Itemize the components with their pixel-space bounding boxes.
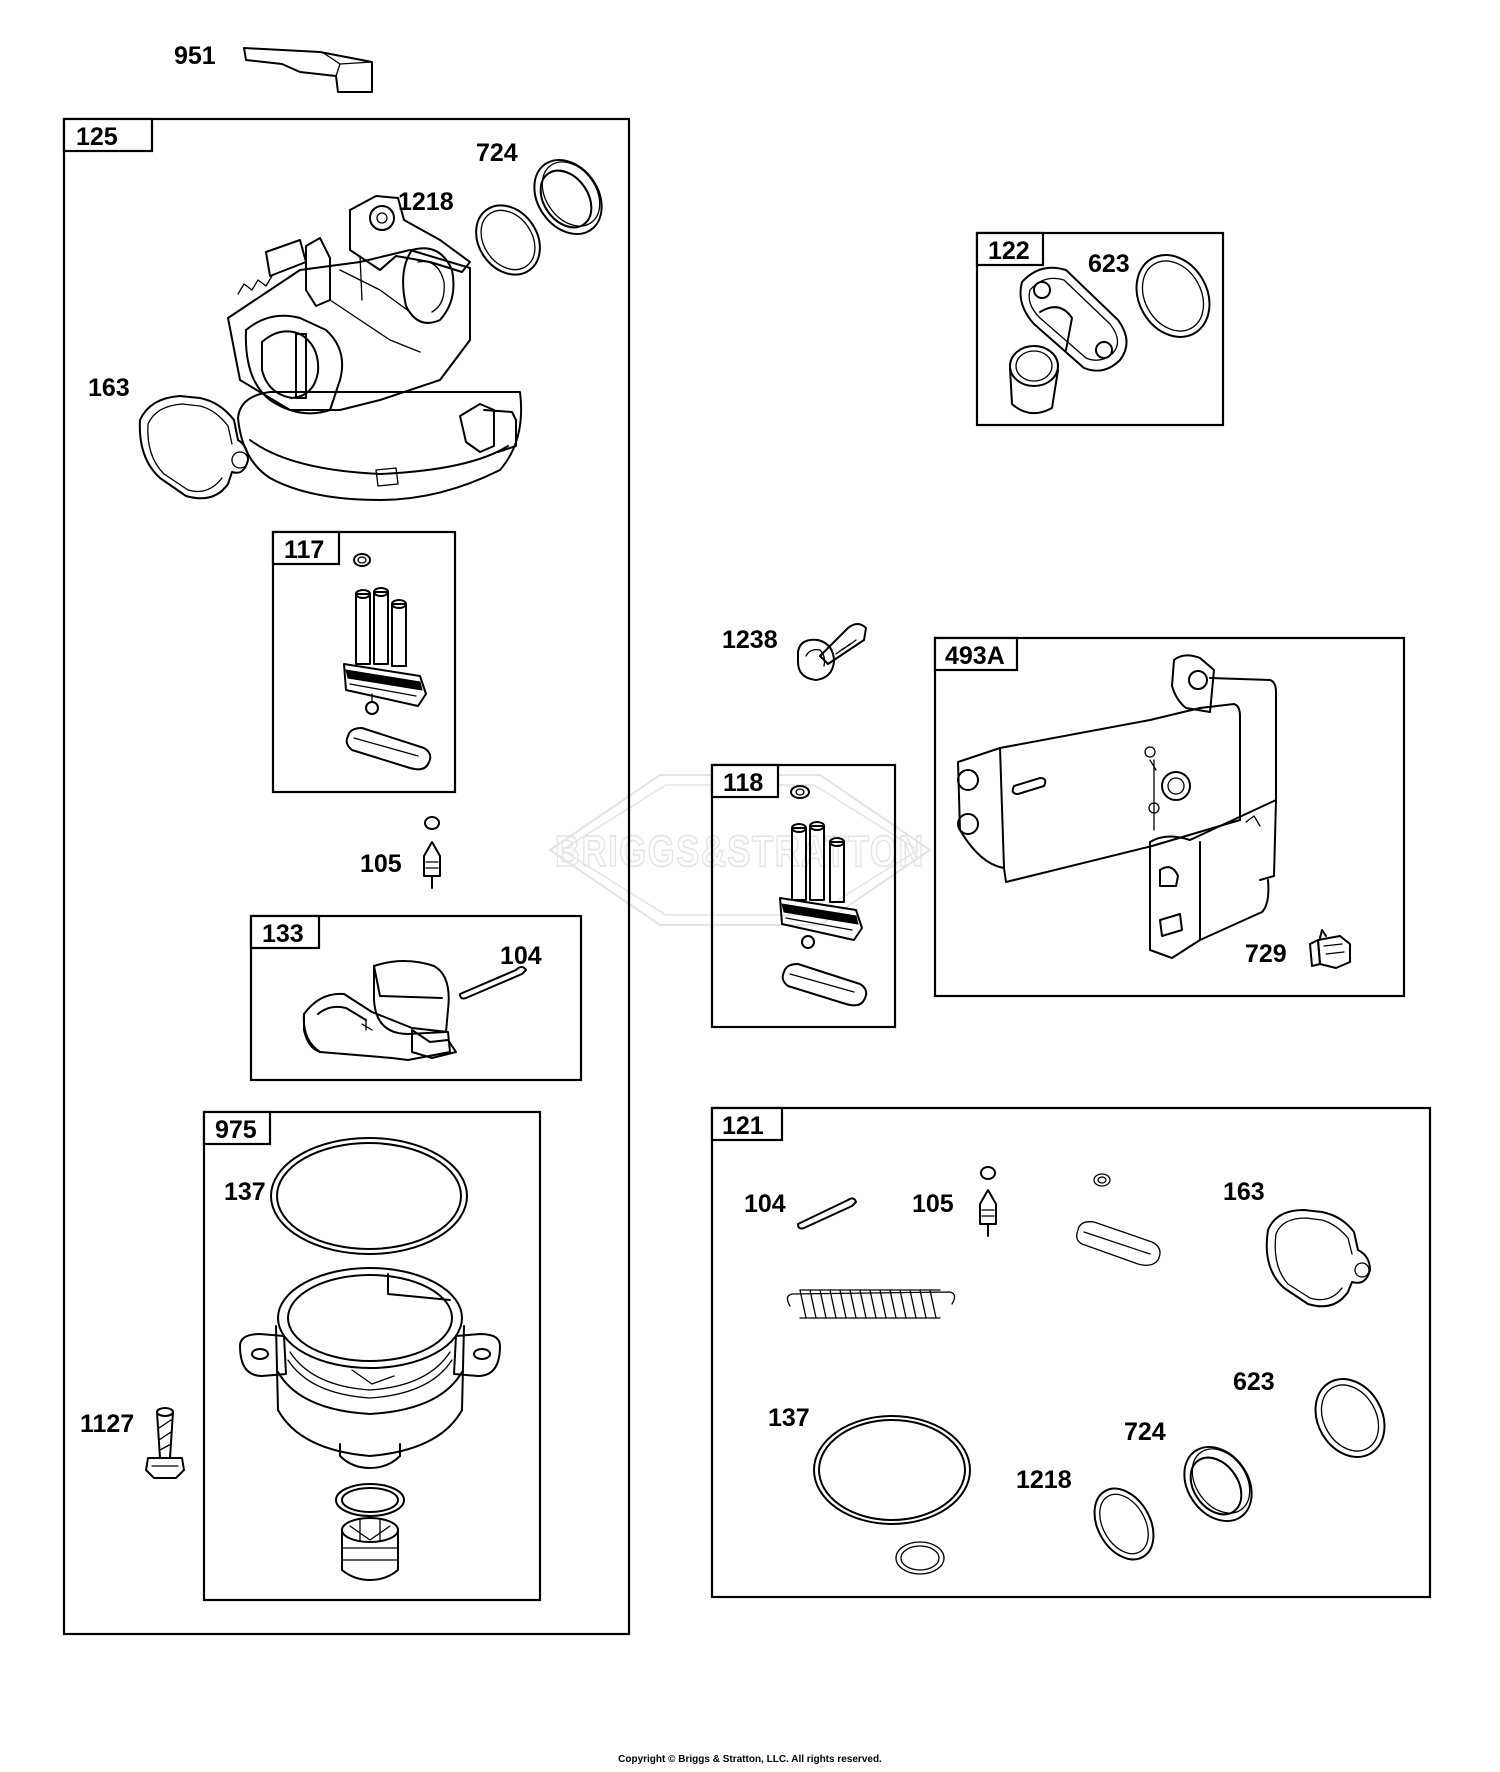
- group-118-frame: [710, 763, 897, 1029]
- copyright-notice: Copyright © Briggs & Stratton, LLC. All …: [618, 1754, 882, 1765]
- part-1218-gasket-kit[interactable]: [1082, 1478, 1165, 1570]
- part-number-1218[interactable]: 1218: [398, 188, 454, 216]
- part-number-623-kit[interactable]: 623: [1233, 1368, 1275, 1396]
- watermark-text: BRIGGS&STRATTON: [555, 827, 925, 876]
- part-number-724[interactable]: 724: [476, 139, 518, 167]
- part-number-729[interactable]: 729: [1245, 940, 1287, 968]
- part-137-o-ring[interactable]: [270, 1137, 468, 1255]
- part-729-clip[interactable]: [1309, 929, 1351, 969]
- part-number-137[interactable]: 137: [224, 1178, 266, 1206]
- group-121-frame: [710, 1106, 1432, 1599]
- part-951-choke-lever[interactable]: [243, 47, 373, 93]
- group-122-frame: [975, 231, 1225, 427]
- group-number-975[interactable]: 975: [215, 1116, 257, 1144]
- group-number-125[interactable]: 125: [76, 123, 118, 151]
- kit-ring-small: [895, 1541, 945, 1575]
- part-724-seal[interactable]: [520, 147, 615, 247]
- part-1218-gasket[interactable]: [463, 193, 553, 287]
- part-1127-screw[interactable]: [145, 1407, 185, 1479]
- part-number-951[interactable]: 951: [174, 42, 216, 70]
- group-number-121[interactable]: 121: [722, 1112, 764, 1140]
- group-118-tab: [710, 763, 780, 799]
- part-623-gasket[interactable]: [1122, 242, 1224, 350]
- part-975-float-bowl[interactable]: [239, 1267, 501, 1581]
- part-118-fuel-bowl-valve[interactable]: [779, 785, 868, 1007]
- group-975-tab: [202, 1110, 272, 1146]
- group-133-frame: [249, 914, 583, 1082]
- group-117-tab: [271, 530, 341, 566]
- part-104-pin-kit[interactable]: [797, 1197, 857, 1230]
- carburetor-body-illustration[interactable]: [227, 195, 523, 501]
- part-724-seal-kit[interactable]: [1170, 1434, 1265, 1534]
- brand-watermark: BRIGGS&STRATTON: [548, 774, 932, 926]
- part-number-724-kit[interactable]: 724: [1124, 1418, 1166, 1446]
- part-117-fuel-bowl-valve[interactable]: [343, 553, 432, 771]
- group-133-tab: [249, 914, 321, 950]
- kit-gasket-small: [1076, 1173, 1161, 1266]
- group-number-118[interactable]: 118: [723, 769, 763, 797]
- group-975-frame: [202, 1110, 542, 1602]
- group-121-tab: [710, 1106, 784, 1142]
- part-number-1127[interactable]: 1127: [80, 1410, 134, 1438]
- part-number-137-kit[interactable]: 137: [768, 1404, 810, 1432]
- part-163-gasket-kit[interactable]: [1265, 1209, 1371, 1308]
- part-163-gasket[interactable]: [138, 395, 249, 500]
- group-number-133[interactable]: 133: [262, 920, 304, 948]
- kit-spring: [786, 1289, 956, 1319]
- part-number-105-kit[interactable]: 105: [912, 1190, 954, 1218]
- part-623-gasket-kit[interactable]: [1302, 1366, 1398, 1469]
- group-number-117[interactable]: 117: [284, 536, 324, 564]
- part-122-intake-elbow[interactable]: [1009, 266, 1128, 415]
- group-125-frame: [62, 117, 631, 1636]
- part-number-163-kit[interactable]: 163: [1223, 1178, 1265, 1206]
- part-133-float[interactable]: [302, 960, 457, 1061]
- part-number-104-kit[interactable]: 104: [744, 1190, 786, 1218]
- part-number-1218-kit[interactable]: 1218: [1016, 1466, 1072, 1494]
- group-122-tab: [975, 231, 1045, 267]
- part-105-needle-kit[interactable]: [979, 1166, 997, 1237]
- group-number-122[interactable]: 122: [988, 237, 1030, 265]
- part-number-104[interactable]: 104: [500, 942, 542, 970]
- part-number-623[interactable]: 623: [1088, 250, 1130, 278]
- part-number-1238[interactable]: 1238: [722, 626, 778, 654]
- part-493a-bracket[interactable]: [957, 654, 1277, 959]
- group-493a-frame: [933, 636, 1406, 998]
- part-number-163[interactable]: 163: [88, 374, 130, 402]
- part-137-o-ring-kit[interactable]: [813, 1415, 971, 1525]
- part-104-pin[interactable]: [459, 966, 527, 1000]
- part-105-needle-valve[interactable]: [423, 816, 441, 889]
- group-125-tab: [62, 117, 154, 153]
- part-1238-bolt[interactable]: [797, 623, 867, 681]
- group-number-493a[interactable]: 493A: [945, 642, 1005, 670]
- part-number-105[interactable]: 105: [360, 850, 402, 878]
- group-117-frame: [271, 530, 457, 794]
- group-493a-tab: [933, 636, 1019, 672]
